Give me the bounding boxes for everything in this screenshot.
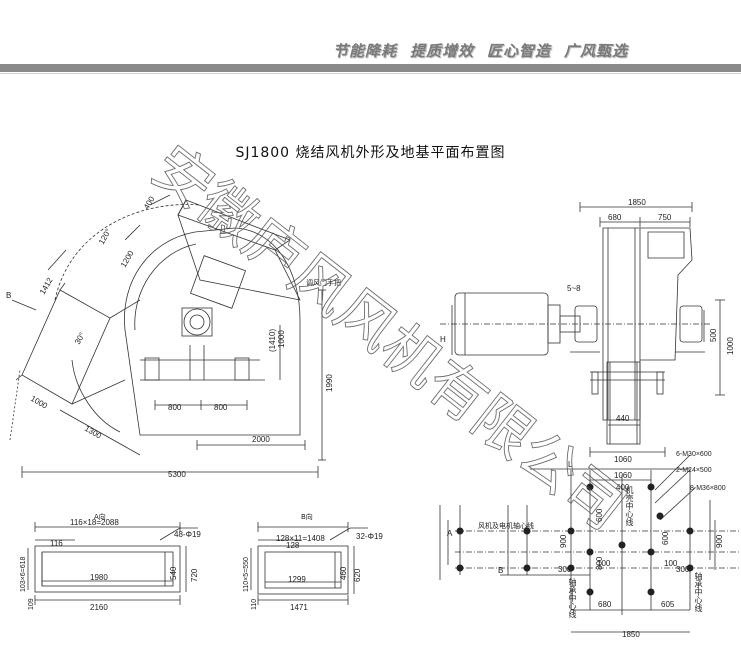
dim-f-300-left: 300 [558,565,572,574]
label-a-direction: A向 [94,512,106,521]
dim-b-620: 620 [353,568,362,582]
label-b-view: B向 [301,512,313,521]
dim-h: H [440,335,446,344]
dim-a-109: 109 [28,598,35,610]
dim-5-8: 5~8 [567,284,581,293]
dim-f-l: L [568,460,573,469]
dim-f-600: 600 [595,508,604,522]
dim-f-100-left: 100 [597,559,611,568]
label-bolt-m30: 6-M30×600 [676,451,712,458]
slogan-1: 节能降耗 [333,42,398,60]
dim-b-460: 460 [339,566,348,580]
front-view-labels: 1850 680 750 5~8 H 500 1000 440 1060 [440,198,735,464]
label-bolt-m36: 8-M36×800 [690,485,726,492]
front-view [440,202,725,457]
section-b-view [250,522,368,605]
dim-1300: 1300 [83,424,103,441]
section-b-labels: B向 128×11=1408 128 32-Φ19 1299 1471 460 … [243,512,383,612]
dim-500: 500 [709,328,718,342]
dim-b-outer: 1471 [290,603,308,612]
dim-120-angle: 120° [97,227,113,246]
dim-f-1060: 1060 [614,471,632,480]
dim-b-inner: 1299 [288,575,306,584]
dim-f-900-left: 900 [559,534,568,548]
dim-1412: 1412 [38,276,55,296]
section-a-labels: A向 116×18=2088 116 48-Φ19 1980 2160 540 … [20,512,201,612]
slogan-2: 提质增效 [410,42,475,60]
dim-b-left-v: 110×5=550 [243,557,250,592]
dim-680-top: 680 [608,213,622,222]
dim-f-a: A [447,529,453,538]
dim-1990: 1990 [325,374,334,392]
dim-a-outer: 2160 [90,603,108,612]
dim-f-680: 680 [598,600,612,609]
drawing-title: SJ1800 烧结风机外形及地基平面布置图 [235,145,506,161]
dim-a-left-v: 103×6=618 [20,556,27,592]
foundation-plan [439,454,740,633]
dim-b-110: 110 [251,599,258,610]
dim-5300: 5300 [168,470,186,479]
dim-1000-right: 1000 [726,337,735,355]
label-bolt-m24: 2-M24×500 [676,467,712,474]
dim-a-top: 116×18=2088 [70,518,119,527]
side-view [9,194,326,478]
dim-800-right: 800 [214,403,228,412]
note-damper-handle: 调风门手把 [306,278,341,287]
dim-1000: 1000 [29,394,49,411]
dim-b-holes: 32-Φ19 [356,532,383,541]
dim-f-100-right: 100 [664,559,678,568]
dim-a-540: 540 [169,566,178,580]
dim-1850-top: 1850 [628,198,646,207]
centerline-labels: 机壳中心线 轴承中心线 轴承中心线 [568,486,703,618]
label-bearing-center-left: 轴承中心线 [568,578,577,618]
dim-f-300-right: 300 [676,565,690,574]
dim-f-605: 605 [661,600,675,609]
label-casing-center: 机壳中心线 [625,486,634,526]
dim-f-900-right: 900 [715,534,724,548]
section-a-view [27,522,198,605]
dim-b-128: 128 [286,541,300,550]
bolt-holes [456,483,694,596]
dim-1060-front: 1060 [614,455,632,464]
dim-f-1850: 1850 [622,630,640,639]
dim-f-800: 800 [595,556,604,570]
banner-bar-thin [0,73,741,74]
dim-800-left: 800 [168,403,182,412]
dim-2000: 2000 [252,435,270,444]
dim-1200: 1200 [119,249,136,269]
banner-bar [0,64,741,72]
dim-30-angle: 30° [73,331,87,346]
dim-440: 440 [616,414,630,423]
slogan-4: 广风甄选 [564,42,629,60]
dim-f-b: B [498,566,503,575]
slogan-3: 匠心智造 [487,42,552,60]
dim-a-inner: 1980 [90,573,108,582]
label-fan-motor-axis: 风机及电机轴心线 [478,521,534,530]
dim-a-holes: 48-Φ19 [174,530,201,539]
label-b-direction: B [6,291,11,300]
dim-1000-vertical: 1000 [277,330,286,348]
dim-b-top: 128×11=1408 [276,534,325,543]
slogan-group: 节能降耗 提质增效 匠心智造 广风甄选 [333,40,628,61]
watermark-text: 安徽庐风风机有限公司 [139,132,638,543]
dim-1410: (1410) [268,329,277,352]
foundation-labels: L 1060 400 300 100 100 300 680 605 1850 … [447,451,726,639]
dim-a-116: 116 [50,539,63,548]
dim-f-400: 400 [616,483,630,492]
dim-750-top: 750 [658,213,672,222]
dim-a-720: 720 [190,568,199,582]
dim-f-600-right: 600 [661,531,670,545]
side-view-labels: 400 120° 1200 1412 30° 1000 1300 800 800… [6,194,341,479]
label-bearing-center-right: 轴承中心线 [694,572,703,612]
